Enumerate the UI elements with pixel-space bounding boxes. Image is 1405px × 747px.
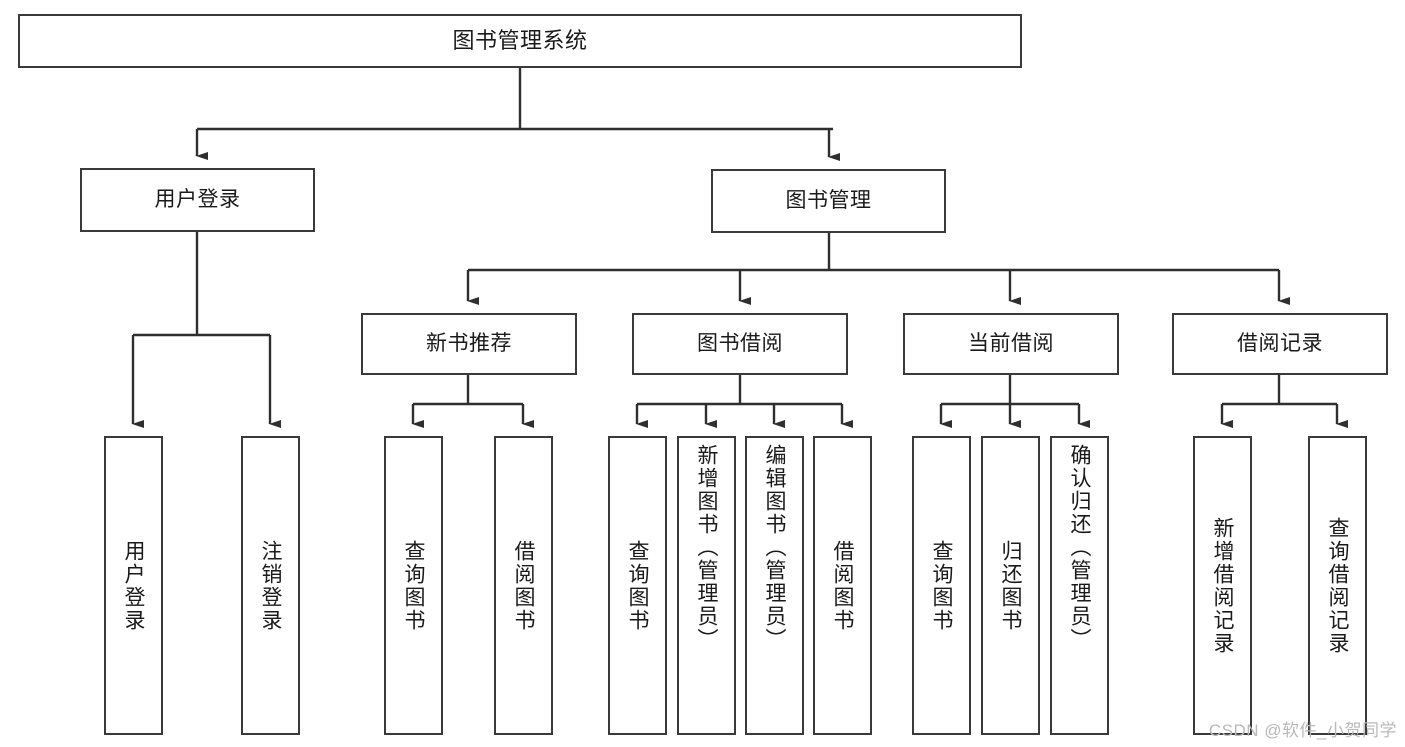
node-label: 借阅图书 <box>831 539 854 632</box>
node-label: 查询图书 <box>930 539 953 632</box>
node-book-management[interactable]: 图书管理 <box>711 169 946 233</box>
node-label: 查询图书 <box>626 539 649 632</box>
leaf-borrow-add-book-admin[interactable]: 新增图书（管理员） <box>677 436 736 735</box>
leaf-current-return-book[interactable]: 归还图书 <box>981 436 1040 735</box>
leaf-record-query-record[interactable]: 查询借阅记录 <box>1308 436 1367 735</box>
leaf-user-login-login[interactable]: 用户登录 <box>104 436 163 735</box>
leaf-borrow-edit-book-admin[interactable]: 编辑图书（管理员） <box>745 436 804 735</box>
node-label: 查询借阅记录 <box>1326 516 1349 655</box>
node-new-book-recommend[interactable]: 新书推荐 <box>361 313 577 375</box>
node-label: 注销登录 <box>259 539 282 632</box>
node-label: 图书借阅 <box>697 331 783 355</box>
node-label: 借阅记录 <box>1237 331 1323 355</box>
leaf-borrow-borrow-book[interactable]: 借阅图书 <box>813 436 872 735</box>
node-label: 归还图书 <box>999 539 1022 632</box>
watermark-text: CSDN @软件_小贺同学 <box>1208 721 1397 740</box>
node-root-system[interactable]: 图书管理系统 <box>18 14 1022 68</box>
node-label: 当前借阅 <box>968 331 1054 355</box>
leaf-borrow-query-book[interactable]: 查询图书 <box>608 436 667 735</box>
node-user-login[interactable]: 用户登录 <box>80 168 315 232</box>
node-label: 查询图书 <box>402 539 425 632</box>
node-label: 用户登录 <box>154 187 241 211</box>
leaf-current-confirm-return-admin[interactable]: 确认归还（管理员） <box>1050 436 1109 735</box>
node-current-borrow[interactable]: 当前借阅 <box>903 313 1119 375</box>
node-borrow-record[interactable]: 借阅记录 <box>1172 313 1388 375</box>
leaf-recommend-borrow-book[interactable]: 借阅图书 <box>494 436 553 735</box>
node-label: 用户登录 <box>122 539 145 632</box>
node-label: 图书管理 <box>785 188 872 212</box>
leaf-user-login-logout[interactable]: 注销登录 <box>241 436 300 735</box>
node-label: 确认归还（管理员） <box>1068 444 1091 651</box>
node-label: 新增图书（管理员） <box>695 444 718 651</box>
leaf-record-add-record[interactable]: 新增借阅记录 <box>1193 436 1252 735</box>
node-label: 借阅图书 <box>512 539 535 632</box>
node-label: 新增借阅记录 <box>1211 516 1234 655</box>
node-label: 图书管理系统 <box>452 28 588 54</box>
leaf-recommend-query-book[interactable]: 查询图书 <box>384 436 443 735</box>
node-label: 编辑图书（管理员） <box>763 444 786 651</box>
node-book-borrow[interactable]: 图书借阅 <box>632 313 848 375</box>
leaf-current-query-book[interactable]: 查询图书 <box>912 436 971 735</box>
node-label: 新书推荐 <box>426 331 512 355</box>
